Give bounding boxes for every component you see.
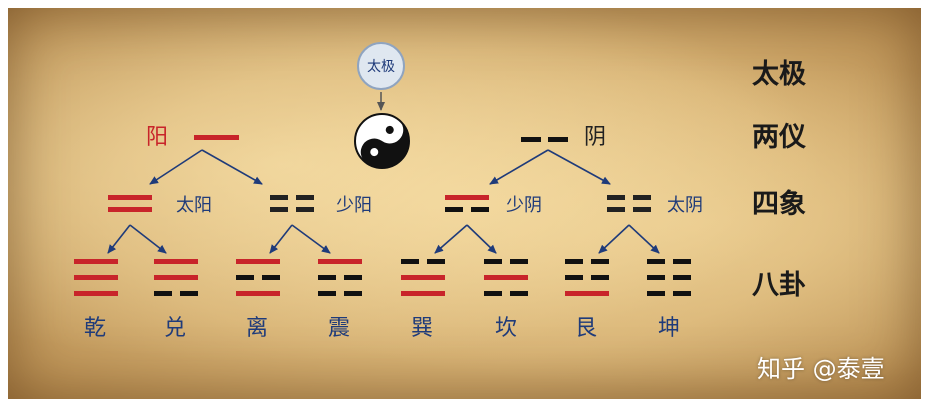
yang-line bbox=[194, 135, 239, 140]
parchment-background bbox=[8, 8, 921, 399]
yin-stroke bbox=[344, 291, 362, 296]
trigram-7 bbox=[647, 259, 691, 296]
yang-stroke bbox=[108, 207, 152, 212]
yin-stroke bbox=[296, 195, 314, 200]
level-label-sixiang: 四象 bbox=[752, 189, 806, 220]
yang-stroke bbox=[484, 275, 528, 280]
yin-stroke bbox=[633, 207, 651, 212]
sixiang-digram bbox=[445, 195, 489, 212]
sixiang-digram bbox=[607, 195, 651, 212]
yin-stroke bbox=[427, 259, 445, 264]
yin-stroke bbox=[471, 207, 489, 212]
trigram-0 bbox=[74, 259, 118, 296]
yin-stroke bbox=[647, 275, 665, 280]
yang-stroke bbox=[108, 195, 152, 200]
gua-name-kan: 坎 bbox=[495, 316, 518, 341]
yin-stroke bbox=[607, 195, 625, 200]
gua-name-gen: 艮 bbox=[575, 316, 598, 341]
yin-stroke bbox=[591, 275, 609, 280]
yin-stroke bbox=[565, 275, 583, 280]
yin-stroke bbox=[445, 207, 463, 212]
sixiang-digram bbox=[270, 195, 314, 212]
yang-stroke bbox=[401, 275, 445, 280]
yang-stroke bbox=[565, 291, 609, 296]
yang-stroke bbox=[74, 259, 118, 264]
arrow-to-trigram bbox=[107, 224, 131, 254]
trigram-3 bbox=[318, 259, 362, 296]
yin-stroke bbox=[607, 207, 625, 212]
yin-stroke bbox=[270, 207, 288, 212]
arrow-to-trigram bbox=[434, 224, 468, 254]
yin-stroke bbox=[673, 275, 691, 280]
level-label-bagua: 八卦 bbox=[752, 270, 806, 301]
yin-stroke bbox=[180, 291, 198, 296]
yin-stroke bbox=[270, 195, 288, 200]
yin-stroke bbox=[344, 275, 362, 280]
yin-stroke bbox=[318, 291, 336, 296]
yin-stroke bbox=[510, 291, 528, 296]
trigram-2 bbox=[236, 259, 280, 296]
yin-stroke bbox=[647, 291, 665, 296]
arrow-yang-to-taiyang bbox=[149, 149, 203, 185]
yin-stroke bbox=[262, 275, 280, 280]
yang-stroke bbox=[401, 291, 445, 296]
sixiang-label-shaoyang: 少阳 bbox=[336, 195, 372, 216]
yin-stroke bbox=[484, 259, 502, 264]
yin-stroke bbox=[591, 259, 609, 264]
yin-stroke bbox=[647, 259, 665, 264]
level-label-taiji: 太极 bbox=[752, 59, 806, 90]
taiji-bubble: 太极 bbox=[357, 42, 405, 90]
yang-stroke bbox=[236, 259, 280, 264]
trigram-6 bbox=[565, 259, 609, 296]
arrow-to-trigram bbox=[466, 224, 497, 254]
gua-name-qian: 乾 bbox=[84, 316, 107, 341]
gua-name-dui: 兑 bbox=[164, 316, 187, 341]
yin-stroke bbox=[673, 259, 691, 264]
yang-stroke bbox=[236, 291, 280, 296]
sixiang-digram bbox=[108, 195, 152, 212]
yin-stroke bbox=[510, 259, 528, 264]
yin-line bbox=[521, 137, 568, 142]
yang-label: 阳 bbox=[146, 125, 169, 150]
trigram-1 bbox=[154, 259, 198, 296]
yin-stroke bbox=[236, 275, 254, 280]
yin-stroke bbox=[296, 207, 314, 212]
yin-stroke bbox=[154, 291, 172, 296]
yang-stroke bbox=[74, 275, 118, 280]
yang-stroke bbox=[154, 275, 198, 280]
yin-stroke bbox=[484, 291, 502, 296]
arrow-to-trigram bbox=[291, 224, 331, 254]
yin-stroke bbox=[318, 275, 336, 280]
arrow-yang-to-shaoyang bbox=[201, 149, 263, 185]
yang-stroke bbox=[154, 259, 198, 264]
yin-stroke bbox=[401, 259, 419, 264]
sixiang-label-taiyang: 太阳 bbox=[176, 195, 212, 216]
yang-stroke bbox=[445, 195, 489, 200]
gua-name-li: 离 bbox=[246, 316, 269, 341]
arrow-to-trigram bbox=[628, 224, 660, 254]
yang-stroke bbox=[318, 259, 362, 264]
gua-name-zhen: 震 bbox=[328, 316, 351, 341]
yin-yang-icon bbox=[354, 113, 410, 169]
yin-stroke bbox=[673, 291, 691, 296]
arrow-to-trigram bbox=[269, 224, 293, 254]
sixiang-label-shaoyin: 少阴 bbox=[506, 195, 542, 216]
gua-name-kun: 坤 bbox=[658, 316, 681, 341]
arrow-yin-to-taiyin bbox=[547, 149, 611, 185]
yin-label: 阴 bbox=[584, 125, 607, 150]
arrow-to-trigram bbox=[598, 224, 630, 254]
yang-stroke bbox=[74, 291, 118, 296]
trigram-4 bbox=[401, 259, 445, 296]
level-label-liangyi: 两仪 bbox=[752, 122, 806, 153]
yin-stroke bbox=[633, 195, 651, 200]
watermark: 知乎 @泰壹 bbox=[757, 355, 885, 383]
gua-name-xun: 巽 bbox=[411, 316, 434, 341]
yin-stroke bbox=[565, 259, 583, 264]
trigram-5 bbox=[484, 259, 528, 296]
arrow-yin-to-shaoyin bbox=[489, 149, 549, 185]
sixiang-label-taiyin: 太阴 bbox=[667, 195, 703, 216]
arrow-to-trigram bbox=[129, 224, 167, 254]
